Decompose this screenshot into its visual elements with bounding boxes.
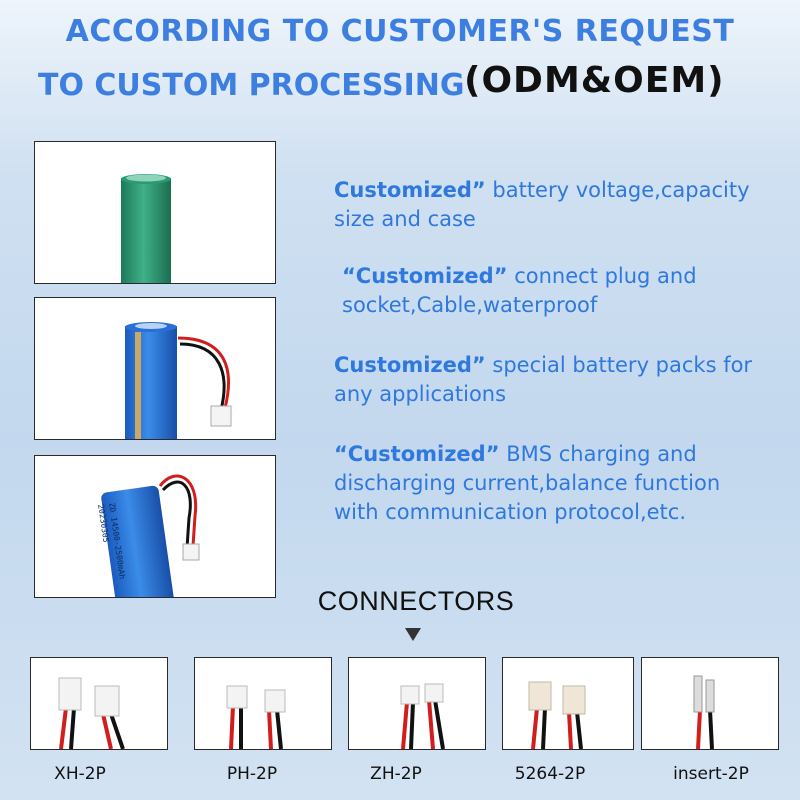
connector-xh-illustration: [58, 677, 125, 749]
feature-keyword: Customized”: [334, 353, 486, 377]
arrow-down-icon: [405, 628, 421, 641]
blue-battery-printed-illustration: [101, 474, 200, 597]
green-battery-illustration: [121, 174, 171, 283]
feature-keyword: “Customized”: [334, 442, 500, 466]
battery-photo-with-wire: [34, 297, 276, 440]
feature-keyword: Customized”: [334, 178, 486, 202]
connector-photo-5264: [502, 657, 634, 750]
connector-label-zh: ZH-2P: [370, 764, 422, 784]
connector-label-xh: XH-2P: [54, 764, 106, 784]
connector-label-5264: 5264-2P: [514, 764, 586, 784]
battery-photo-printed: ZD 14500-2500mAh 20230305: [34, 455, 276, 598]
connector-photo-xh: [30, 657, 168, 750]
feature-item-4: “Customized” BMS charging and dischargin…: [334, 440, 764, 527]
feature-text: BMS charging and discharging current,bal…: [334, 442, 721, 524]
connector-photo-ph: [194, 657, 332, 750]
feature-text: battery voltage,capacity size and case: [334, 178, 750, 231]
connector-label-ph: PH-2P: [226, 764, 278, 784]
connector-photo-insert: [641, 657, 779, 750]
header-title-line2: TO CUSTOM PROCESSING: [38, 68, 465, 103]
connector-ph-illustration: [226, 685, 286, 749]
connector-5264-illustration: [528, 681, 586, 749]
connectors-title: CONNECTORS: [317, 586, 515, 616]
connector-label-insert: insert-2P: [673, 764, 749, 784]
connector-insert-illustration: [693, 675, 715, 749]
header-odm-oem: (ODM&OEM): [464, 60, 725, 101]
header-title-line1: ACCORDING TO CUSTOMER'S REQUEST: [65, 14, 735, 49]
feature-keyword: “Customized”: [342, 264, 508, 288]
blue-battery-wire-illustration: [125, 322, 232, 439]
feature-text: connect plug and socket,Cable,waterproof: [342, 264, 697, 317]
connector-photo-zh: [348, 657, 486, 750]
connector-zh-illustration: [400, 683, 445, 749]
battery-photo-green: [34, 141, 276, 284]
feature-item-2: “Customized” connect plug and socket,Cab…: [342, 262, 792, 320]
feature-item-3: Customized” special battery packs for an…: [334, 351, 784, 409]
feature-text: special battery packs for any applicatio…: [334, 353, 753, 406]
feature-item-1: Customized” battery voltage,capacity siz…: [334, 176, 784, 234]
